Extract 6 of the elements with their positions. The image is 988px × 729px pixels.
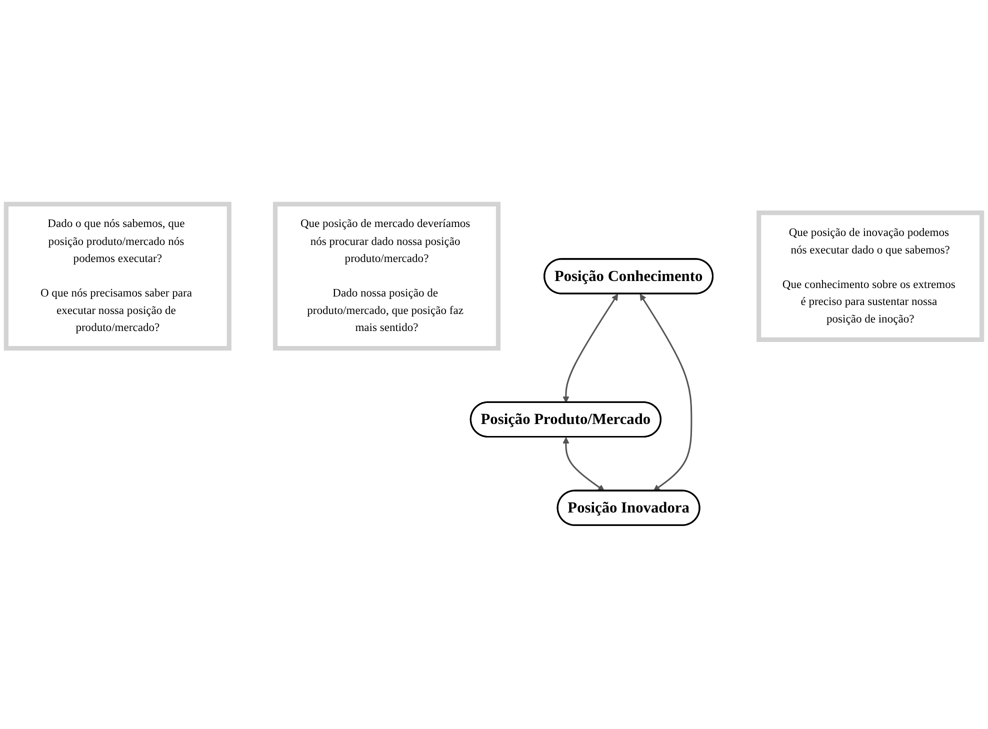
node-box: [4, 202, 232, 350]
arrow: [640, 294, 692, 492]
node-box: [756, 210, 984, 342]
arrow: [562, 436, 605, 492]
node-box: [272, 202, 501, 350]
arrow: [562, 294, 618, 403]
